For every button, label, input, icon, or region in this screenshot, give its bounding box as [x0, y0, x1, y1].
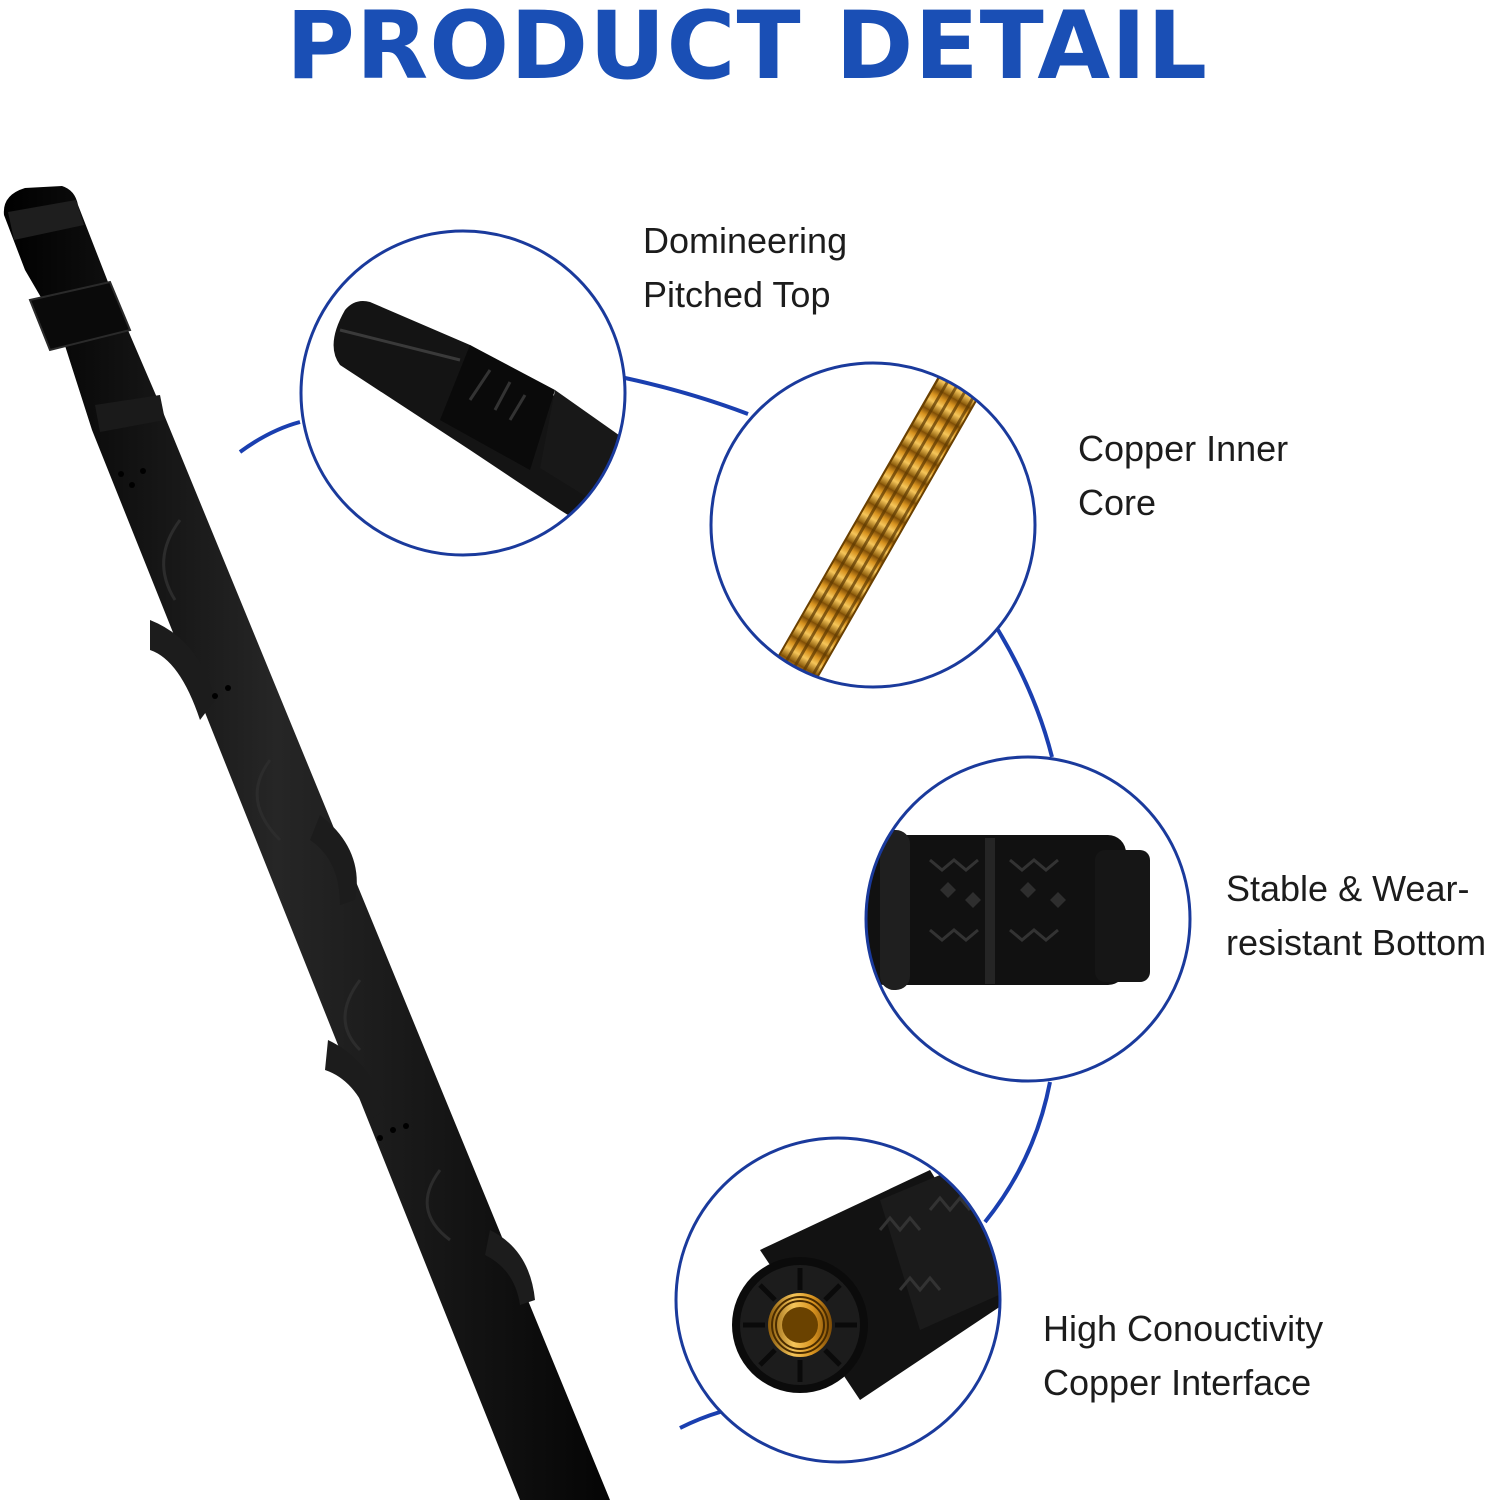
- detail-circle-core: [709, 361, 1037, 689]
- feature-label-line: Core: [1078, 482, 1157, 523]
- feature-label-line: Domineering: [643, 220, 848, 261]
- antenna-rod: [3, 186, 610, 1500]
- feature-label-line: Copper Interface: [1043, 1362, 1312, 1403]
- detail-circle-bottom: [864, 755, 1192, 1083]
- feature-label-line: High Conouctivity: [1043, 1308, 1324, 1349]
- feature-label-pitched-top: Domineering Pitched Top: [643, 214, 847, 322]
- detail-circle-interface: [674, 1136, 1002, 1464]
- page-title: PRODUCT DETAIL: [285, 0, 1209, 101]
- connector-lines: [238, 376, 1054, 1430]
- feature-label-copper-core: Copper Inner Core: [1078, 422, 1288, 530]
- feature-label-copper-interface: High Conouctivity Copper Interface: [1043, 1302, 1323, 1410]
- detail-circle-top: [299, 229, 627, 557]
- feature-label-line: resistant Bottom: [1226, 922, 1487, 963]
- feature-label-line: Pitched Top: [643, 274, 831, 315]
- feature-label-line: Stable & Wear-: [1226, 868, 1470, 909]
- feature-label-stable-bottom: Stable & Wear- resistant Bottom: [1226, 862, 1486, 970]
- feature-label-line: Copper Inner: [1078, 428, 1289, 469]
